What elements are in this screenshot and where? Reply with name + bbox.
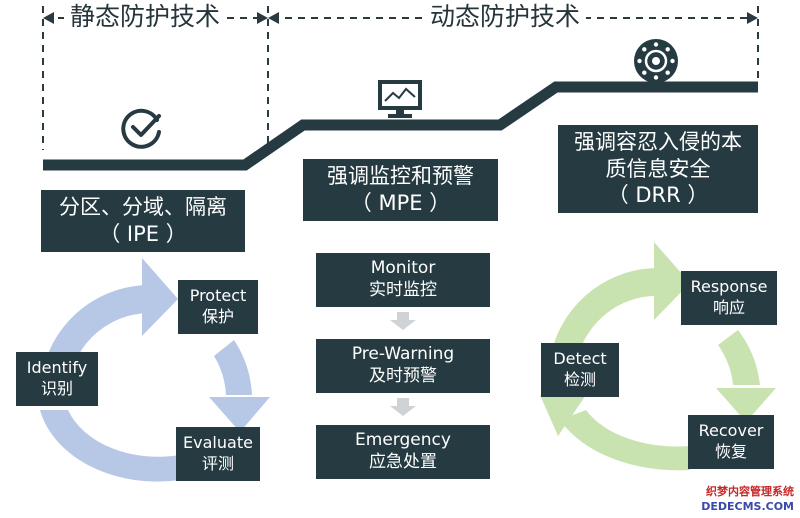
detect-en: Detect (553, 349, 607, 369)
drr-response-box: Response 响应 (681, 271, 777, 325)
stage2-title-line1: 强调监控和预警 (327, 164, 474, 189)
stage3-title-box: 强调容忍入侵的本 质信息安全 （ DRR ） (558, 125, 758, 213)
stage1-title-line2: （ IPE ） (99, 222, 187, 246)
detect-zh: 检测 (563, 370, 596, 389)
staircase-line (43, 81, 758, 171)
protect-en: Protect (189, 286, 247, 306)
drr-arc-bottom (560, 410, 690, 471)
ipe-protect-box: Protect 保护 (178, 280, 258, 334)
step-arrow-1 (390, 312, 416, 330)
ipe-arc-bottom (40, 410, 180, 482)
identify-en: Identify (26, 358, 88, 378)
dynamic-protection-label: 动态防护技术 (424, 4, 587, 29)
drr-recover-box: Recover 恢复 (688, 415, 774, 469)
drr-arrowhead-top (654, 242, 690, 320)
drr-detect-box: Detect 检测 (541, 343, 619, 397)
mpe-emergency-step: Emergency 应急处置 (316, 425, 490, 479)
mpe-monitor-step: Monitor 实时监控 (316, 253, 490, 307)
drr-arrowhead-left (540, 395, 586, 436)
stage3-title-line3: （ DRR ） (607, 183, 709, 208)
monitor-en: Monitor (370, 258, 436, 279)
ipe-arrowhead-right (209, 397, 270, 432)
identify-zh: 识别 (40, 379, 73, 398)
stage2-title-line2: （ MPE ） (350, 191, 451, 215)
stage3-title-line1: 强调容忍入侵的本 (574, 129, 742, 154)
bracket-arrowheads (43, 12, 758, 24)
evaluate-en: Evaluate (183, 433, 253, 453)
stage2-title-box: 强调监控和预警 （ MPE ） (303, 159, 498, 221)
ipe-arrowhead-top (142, 258, 178, 336)
stage1-title-line1: 分区、分域、隔离 (59, 195, 227, 220)
recover-en: Recover (698, 421, 764, 441)
monitor-chart-icon (378, 80, 422, 118)
response-zh: 响应 (712, 298, 745, 317)
evaluate-zh: 评测 (201, 454, 234, 473)
check-circle-icon (121, 108, 161, 149)
watermark-line1: 织梦内容管理系统 (706, 485, 794, 499)
protect-zh: 保护 (201, 307, 234, 326)
drr-arc-top (552, 267, 662, 350)
watermark-line2: DEDECMS.COM (701, 499, 794, 513)
mpe-step-arrows (390, 312, 416, 416)
monitor-zh: 实时监控 (369, 280, 437, 300)
pre-warning-zh: 及时预警 (369, 366, 437, 386)
emergency-en: Emergency (355, 430, 451, 451)
step-arrow-2 (390, 398, 416, 416)
drr-arc-right (718, 330, 760, 385)
watermark: 织梦内容管理系统 DEDECMS.COM (701, 485, 794, 514)
mpe-pre-warning-step: Pre-Warning 及时预警 (316, 339, 490, 393)
ipe-evaluate-box: Evaluate 评测 (176, 427, 260, 481)
ipe-arc-right (214, 340, 252, 395)
static-protection-label: 静态防护技术 (64, 4, 227, 29)
recover-zh: 恢复 (714, 442, 747, 461)
arrowhead-mid-left (257, 12, 268, 24)
stage3-title-line2: 质信息安全 (605, 156, 711, 181)
stage1-title-box: 分区、分域、隔离 （ IPE ） (41, 190, 245, 252)
emergency-zh: 应急处置 (369, 452, 437, 472)
ipe-identify-box: Identify 识别 (16, 352, 98, 406)
pre-warning-en: Pre-Warning (351, 344, 455, 365)
arrowhead-mid-right (268, 12, 279, 24)
drr-arrowhead-right (716, 388, 776, 422)
drr-cycle-arrows (540, 242, 776, 471)
arrowhead-left (43, 12, 54, 24)
target-gear-icon (634, 39, 678, 83)
response-en: Response (690, 277, 768, 297)
arrowhead-right (747, 12, 758, 24)
